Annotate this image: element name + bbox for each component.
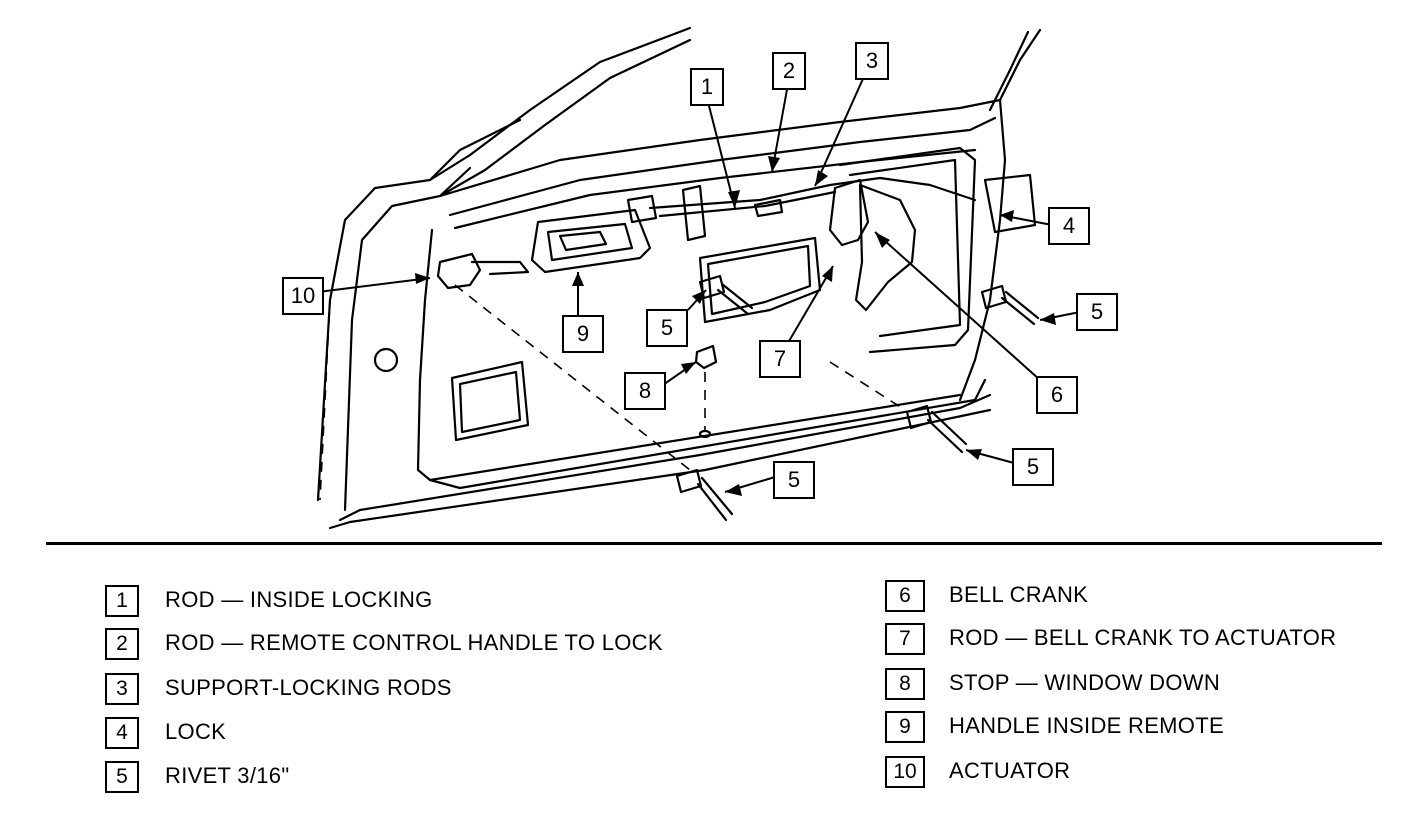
access-opening-right-inner (848, 158, 962, 338)
arrowhead-2 (768, 156, 780, 172)
callout-6: 6 (1036, 376, 1078, 414)
arrowhead-9 (572, 272, 584, 286)
door-top-rail (438, 98, 1002, 198)
legend-number: 2 (105, 628, 139, 660)
lower-left-opening-inner (458, 370, 522, 434)
arrowhead-6 (875, 232, 890, 248)
arrowhead-3 (815, 170, 828, 186)
arrowhead-5d (725, 484, 742, 496)
lower-left-opening (450, 360, 530, 442)
remote-handle-grip (558, 230, 608, 252)
lock-plate (983, 173, 1037, 234)
callout-5-b: 5 (1076, 293, 1118, 331)
legend-label: STOP — WINDOW DOWN (949, 670, 1221, 695)
callout-7: 7 (759, 340, 801, 378)
legend-label: SUPPORT-LOCKING RODS (165, 675, 452, 700)
callout-1: 1 (690, 68, 724, 106)
legend-divider (46, 542, 1382, 545)
arrowhead-10 (415, 273, 430, 284)
dash-right-line (829, 361, 906, 411)
legend-label: ROD — INSIDE LOCKING (165, 587, 433, 612)
legend-label: ROD — BELL CRANK TO ACTUATOR (949, 625, 1337, 650)
door-panel-illustration (316, 26, 1081, 530)
round-hole (373, 347, 399, 373)
callout-2: 2 (772, 52, 806, 90)
arrowhead-5c (966, 449, 982, 460)
front-pillar-inner (343, 38, 692, 512)
rivet-5c (905, 404, 968, 454)
rear-pillar-inner (988, 30, 1030, 112)
support-clip (681, 184, 707, 242)
legend-number: 4 (105, 717, 139, 749)
leader-3 (814, 71, 867, 187)
leader-10 (317, 277, 431, 293)
center-opening (698, 236, 822, 324)
remote-handle-inner (546, 222, 634, 262)
callout-4: 4 (1048, 207, 1090, 245)
rivet-5a (698, 274, 754, 316)
arrowhead-4 (1000, 210, 1014, 222)
rivet-5d (675, 468, 734, 522)
callout-8: 8 (624, 372, 666, 410)
remote-rod (658, 190, 837, 218)
support-clip-2 (753, 198, 784, 218)
legend-number: 10 (885, 756, 925, 788)
door-bottom-edge-2 (328, 408, 992, 530)
inner-panel-bottom (428, 378, 987, 490)
door-bottom-edge (338, 393, 992, 522)
arrowhead-5a (692, 290, 706, 304)
callout-5-a: 5 (646, 309, 688, 347)
legend-label: LOCK (165, 719, 227, 744)
dash-center-line (454, 284, 691, 471)
remote-handle-housing (530, 208, 652, 274)
legend-number: 9 (885, 711, 925, 743)
door-top-rail-lower (453, 148, 977, 230)
rear-pillar-edge (958, 98, 1007, 402)
legend-number: 5 (105, 761, 139, 793)
legend-number: 3 (105, 673, 139, 705)
window-stop-hole (698, 429, 712, 439)
leader-6 (874, 231, 1041, 381)
legend-label: BELL CRANK (949, 582, 1089, 607)
leader-7 (784, 265, 834, 349)
rear-pillar (998, 28, 1042, 102)
access-opening-right (838, 146, 977, 354)
window-stop (694, 344, 718, 370)
leader-1 (706, 97, 736, 209)
actuator-arm (470, 260, 530, 276)
legend-label: RIVET 3/16" (165, 763, 290, 788)
arrowhead-7 (822, 266, 833, 282)
legend-label: ROD — REMOTE CONTROL HANDLE TO LOCK (165, 630, 663, 655)
pillar-strip (428, 118, 522, 198)
legend-label: HANDLE INSIDE REMOTE (949, 713, 1224, 738)
arrowhead-5b (1040, 313, 1056, 325)
arrowhead-8 (681, 362, 696, 374)
lock-housing (854, 183, 917, 312)
callout-3: 3 (855, 42, 889, 80)
center-opening-inner (706, 244, 812, 316)
legend-number: 1 (105, 585, 139, 617)
callout-10: 10 (282, 277, 324, 315)
legend-label: ACTUATOR (949, 758, 1071, 783)
callout-9: 9 (562, 315, 604, 353)
inner-panel-outline (416, 228, 962, 482)
legend-number: 6 (885, 580, 925, 612)
legend-number: 7 (885, 623, 925, 655)
dash-pillar-line (319, 299, 331, 501)
locking-rod (648, 176, 977, 210)
callout-5-c: 5 (1012, 448, 1054, 486)
rivet-5b (980, 284, 1040, 326)
legend-number: 8 (885, 668, 925, 700)
rod-bracket (626, 194, 658, 224)
arrowhead-1 (728, 190, 740, 208)
door-top-rail-inner (448, 116, 997, 217)
actuator-body (436, 252, 482, 290)
callout-5-d: 5 (773, 461, 815, 499)
